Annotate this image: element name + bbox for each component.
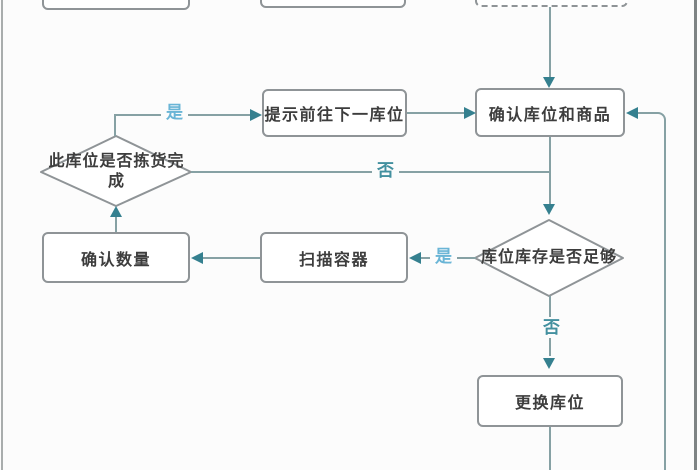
arrowhead-right-into-prompt-next xyxy=(250,109,262,121)
top-partial-box-left xyxy=(42,0,190,10)
arrowhead-left-into-scan-container xyxy=(409,252,421,264)
arrowhead-left-into-confirm-location xyxy=(626,107,638,119)
connector-scan-to-quantity xyxy=(200,257,260,259)
connector-change-location-down xyxy=(549,427,551,470)
right-frame-line xyxy=(694,0,697,470)
node-confirm-location-product: 确认库位和商品 xyxy=(475,88,625,137)
arrowhead-up-into-picking-decision xyxy=(110,206,122,217)
node-prompt-next-location: 提示前往下一库位 xyxy=(262,89,407,137)
node-confirm-quantity: 确认数量 xyxy=(42,232,190,283)
decision-picking-complete-label: 此库位是否拣货完成 xyxy=(48,153,185,190)
edge-label-inventory-sufficient-no: 否 xyxy=(538,317,565,338)
edge-label-picking-complete-yes: 是 xyxy=(161,102,188,123)
node-scan-container: 扫描容器 xyxy=(260,232,408,283)
connector-feedback-loop xyxy=(632,112,666,470)
connector-prompt-to-confirm xyxy=(407,112,467,114)
top-partial-box-dashed xyxy=(475,0,628,7)
node-prompt-next-location-label: 提示前往下一库位 xyxy=(264,107,405,124)
node-confirm-location-product-label: 确认库位和商品 xyxy=(488,106,612,124)
edge-label-inventory-sufficient-yes: 是 xyxy=(430,246,457,267)
decision-inventory-sufficient-label: 库位库存是否足够 xyxy=(480,249,617,266)
node-change-location: 更换库位 xyxy=(477,375,623,427)
node-scan-container-label: 扫描容器 xyxy=(298,251,369,269)
connector-start-down xyxy=(549,7,551,78)
node-confirm-quantity-label: 确认数量 xyxy=(80,251,151,269)
arrowhead-down-into-inventory-decision xyxy=(543,204,555,215)
connector-quantity-to-picking-decision xyxy=(115,215,117,232)
connector-picking-yes-vertical xyxy=(114,116,116,136)
connector-picking-no-horizontal xyxy=(191,171,551,173)
arrowhead-left-into-confirm-quantity xyxy=(191,252,203,264)
node-change-location-label: 更换库位 xyxy=(514,395,585,412)
edge-label-picking-complete-no: 否 xyxy=(372,160,399,181)
arrowhead-down-into-change-location xyxy=(543,358,555,369)
arrowhead-right-into-confirm-location xyxy=(464,107,476,119)
connector-confirm-to-inventory xyxy=(549,137,551,205)
left-frame-line xyxy=(1,0,3,470)
arrowhead-down-into-confirm-location xyxy=(543,77,555,88)
top-partial-box-middle xyxy=(260,0,406,8)
